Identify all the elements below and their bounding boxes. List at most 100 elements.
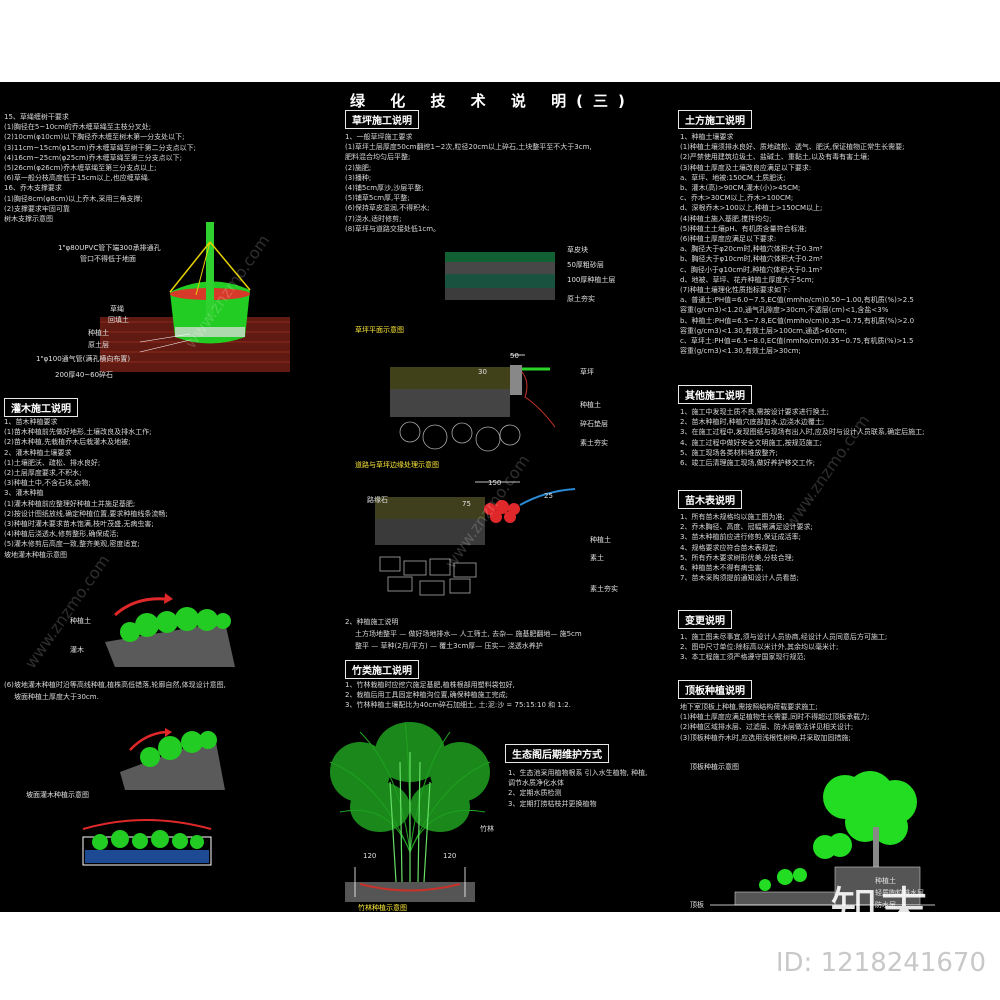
note-line: 容重(g/cm3)<1.30,有效土层>30cm;	[680, 347, 801, 356]
roof-label: 轻质陶粒排水层	[875, 889, 924, 897]
note-line: 5、施工现场各类材料堆放整齐;	[680, 448, 778, 457]
note-line: 容重(g/cm3)<1.30,有效土层>100cm,通透>60cm;	[680, 326, 847, 335]
note-line: (2)10cm(φ10cm)以下胸径乔木缠至树木第一分支处以下;	[4, 133, 185, 142]
item2: 2、种植施工说明	[345, 618, 399, 626]
item2-line: 土方场地整平 — 做好场地排水— 人工筛土, 去杂— 施基肥翻地— 施5cm	[355, 630, 582, 638]
note-line: (2)严禁使用建筑垃圾土、盐碱土、重黏土,以及有毒有害土壤;	[680, 153, 870, 162]
section-label: 100厚种植土层	[567, 276, 616, 284]
note-line: 1、竹林栽植时应挖穴施足基肥,植株根部用塑料袋包好,	[345, 681, 515, 689]
note-line: 肥料混合均匀后平整;	[345, 153, 411, 162]
note-line: a、草坪、地被:150CM,土质肥沃;	[680, 173, 786, 182]
note-line: (2)土层厚度要求,不积水;	[4, 469, 82, 478]
caption-b: 道路与草坪边缘处理示意图	[355, 461, 439, 469]
roof-heading: 顶板种植说明	[678, 680, 752, 699]
edge-label: 草坪	[580, 368, 594, 376]
caption-a: 草坪平面示意图	[355, 326, 404, 334]
note-line: (3)顶板种植乔木时,应选用浅根性树种,并采取加固措施;	[680, 733, 851, 742]
note-line: 2、栽植后用工具固定种植沟位置,确保种植施工完成;	[345, 691, 509, 700]
note-line: b、灌木(高)>90CM,灌木(小)>45CM;	[680, 184, 801, 193]
note-line: (5)铺草5cm厚,平整;	[345, 194, 410, 203]
left-list: 15、草绳缠树干要求 (1)胸径在5~10cm的乔木缠草绳至主枝分叉处; (2)…	[4, 112, 196, 224]
note-line: 6、种植苗木不得有病虫害;	[680, 564, 764, 573]
note-line: c、乔木>30CM以上,乔木>100CM;	[680, 194, 794, 203]
note-line: 1、施工图未尽事宜,须与设计人员协商,经设计人员同意后方可施工;	[680, 633, 888, 641]
dim: 25	[544, 492, 553, 500]
section-label: 50厚粗砂层	[567, 261, 604, 269]
fig1-label: 200厚40~60碎石	[55, 371, 114, 379]
note-line: 1、种植土壤要求	[680, 133, 734, 141]
earth-heading: 土方施工说明	[678, 110, 752, 129]
other-heading: 其他施工说明	[678, 385, 752, 404]
bamboo-heading: 竹类施工说明	[345, 660, 419, 679]
note-line: (4)16cm~25cm(φ25cm)乔木缠草绳至第三分支点以下;	[4, 153, 182, 162]
note-line: (4)种植土施入基肥,搅拌均匀;	[680, 214, 772, 223]
note-line: b、胸径大于φ10cm时,种植穴体积大于0.2m³	[680, 255, 823, 264]
planter-figure	[82, 819, 212, 866]
note-line: (7)种植土壤理化性质指标要求如下:	[680, 286, 791, 295]
fig-label: 种植土	[70, 617, 91, 625]
note-line: (6)种植土厚度应满足以下要求:	[680, 235, 777, 244]
dim: 120	[363, 852, 377, 860]
note-line: 2、图中尺寸单位:除标高以米计外,其余均以毫米计;	[680, 643, 839, 652]
roof-caption: 顶板种植示意图	[690, 763, 739, 771]
note-line: (1)胸径8cm(φ8cm)以上乔木,采用三角支撑;	[4, 194, 143, 203]
item6: (6)坡地灌木种植时沿等高线种植,植株高低错落,轮廓自然,体现设计意图,	[4, 681, 226, 689]
dim: 50	[510, 352, 519, 360]
seed-heading: 苗木表说明	[678, 490, 742, 509]
note-line: (3)种植土厚度及土壤改良应满足以下要求:	[680, 163, 812, 172]
note-line: d、地被、草坪、花卉种植土厚度大于5cm;	[680, 275, 814, 284]
section-label: 原土夯实	[567, 295, 595, 303]
fig1-label: 种植土	[88, 329, 109, 337]
shrub-slope-figure	[105, 593, 235, 667]
note-line: (6)保持草皮湿润,不得积水;	[345, 204, 430, 213]
note-line: 容重(g/cm3)<1.20,通气孔隙度>30cm,不透层(cm)<1,含盐<3…	[680, 306, 889, 315]
note-line: b、种植土:PH值=6.5~7.8,EC值(mmho/cm)0.35~0.75,…	[680, 316, 915, 325]
lawn-list: 1、一般草坪施工要求 (1)草坪土层厚度50cm翻挖1~2次,粒径20cm以上碎…	[345, 132, 592, 234]
note-line: 2、定期水质检测	[508, 789, 562, 798]
note-line: 4、规格要求应符合苗木表规定;	[680, 543, 778, 552]
note-line: (1)胸径在5~10cm的乔木缠草绳至主枝分叉处;	[4, 123, 152, 132]
note-line: 2、乔木胸径、高度、冠幅需满足设计要求;	[680, 523, 813, 532]
note-line: (5)26cm(φ26cm)乔木缠草绳至第三分支点以上;	[4, 164, 157, 173]
lawn-edge-section-a	[390, 354, 556, 452]
note-line: 5、所有乔木要求树形优美,分枝合理;	[680, 553, 795, 562]
fig-label: 灌木	[70, 646, 84, 654]
note-line: (4)种植后浇透水,修剪整形,确保成活;	[4, 530, 119, 539]
dim: 150	[488, 479, 502, 487]
fig1-label: 1"φ100通气管(满孔横向布置)	[36, 355, 131, 363]
edge-label: 碎石垫层	[580, 420, 608, 428]
note-line: 1、所有苗木规格均以施工图为准;	[680, 513, 785, 521]
note-line: c、草坪土:PH值=6.5~8.0,EC值(mmho/cm)0.35~0.75,…	[680, 337, 914, 346]
lawn-edge-section-b	[375, 481, 576, 596]
bamboo-figure	[329, 721, 491, 902]
edge-label: 素土夯实	[590, 585, 618, 593]
edge-label: 素土夯实	[580, 439, 608, 447]
note-line: 3、苗木种植前应进行修剪,保证成活率;	[680, 533, 802, 542]
note-line: 6、竣工后清理施工现场,做好养护移交工作;	[680, 459, 816, 468]
edge-label: 种植土	[590, 536, 611, 544]
note-line: 1、一般草坪施工要求	[345, 133, 413, 141]
note-line: 3、竹林种植土壤配比为40cm碎石加细土, 土:泥:沙 = 75:15:10 和…	[345, 701, 571, 710]
drawing-sheet: 绿 化 技 术 说 明(三) 15、草绳缠树干要求 (1)胸径在5~10cm的乔…	[0, 82, 1000, 912]
roof-side-label: 顶板	[690, 901, 704, 909]
note-line: 2、灌木种植土壤要求	[4, 448, 72, 457]
roof-planting-figure	[710, 771, 935, 906]
note-line: (7)浇水,适时修剪;	[345, 214, 402, 223]
note-line: (2)苗木种植,先栽植乔木后栽灌木及地被;	[4, 438, 131, 447]
note-line: (5)灌木修剪后高度一致,整齐美观,密度适宜;	[4, 540, 140, 549]
note-line: 1、苗木种植要求	[4, 418, 58, 426]
roof-list: 地下室顶板上种植,需按照结构荷载要求施工;(1)种植土厚度应满足植物生长需要,同…	[680, 702, 870, 743]
fig1-label: 草绳	[110, 305, 124, 313]
fig1-label: 管口不得低于地面	[80, 255, 136, 263]
tree-support-figure	[100, 222, 290, 372]
edge-label: 种植土	[580, 401, 601, 409]
sheet-title: 绿 化 技 术 说 明(三)	[350, 92, 635, 110]
section-label: 草皮块	[567, 246, 588, 254]
note-line: 3、定期打捞枯枝并更换植物	[508, 799, 597, 808]
note-line: a、胸径大于φ20cm时,种植穴体积大于0.3m³	[680, 245, 823, 254]
note-line: c、胸径小于φ10cm时,种植穴体积大于0.1m³	[680, 265, 823, 274]
note-line: (2)按设计图纸放线,确定种植位置,要求种植线条流畅;	[4, 509, 168, 518]
note-line: 3、本工程施工须严格遵守国家现行规范;	[680, 653, 806, 662]
fig-caption: 坡面灌木种植示意图	[26, 791, 89, 799]
watermark-logo: 知末	[829, 882, 930, 938]
